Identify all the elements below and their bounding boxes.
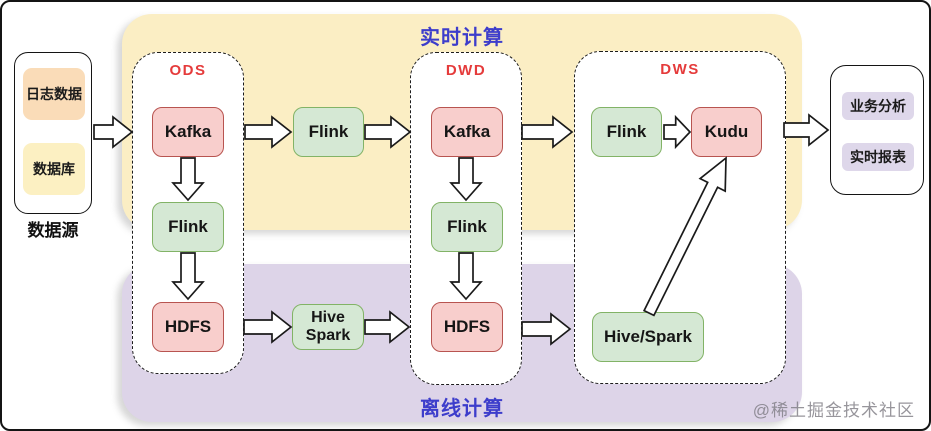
source-item-logs: 日志数据 xyxy=(23,68,85,120)
node-hdfs-dwd: HDFS xyxy=(431,302,503,352)
node-hdfs-ods: HDFS xyxy=(152,302,224,352)
stage-dwd-label: DWD xyxy=(445,62,487,79)
node-flink-dwd: Flink xyxy=(431,202,503,252)
node-flink-ods: Flink xyxy=(152,202,224,252)
watermark: @稀土掘金技术社区 xyxy=(752,401,915,420)
output-panel: 业务分析 实时报表 xyxy=(830,65,924,195)
stage-dws-label: DWS xyxy=(660,61,700,78)
source-item-database: 数据库 xyxy=(23,143,85,195)
node-kafka-dwd: Kafka xyxy=(431,107,503,157)
node-flink-dws: Flink xyxy=(591,107,662,157)
output-item-business-analysis: 业务分析 xyxy=(842,92,914,120)
realtime-title: 实时计算 xyxy=(420,27,504,49)
node-kudu: Kudu xyxy=(691,107,762,157)
node-kafka-ods: Kafka xyxy=(152,107,224,157)
node-flink-realtime: Flink xyxy=(293,107,364,157)
source-panel: 日志数据 数据库 xyxy=(14,52,92,214)
offline-title: 离线计算 xyxy=(420,398,504,420)
source-caption: 数据源 xyxy=(27,221,79,240)
node-hive-spark-offline: Hive Spark xyxy=(292,304,364,350)
node-hive-spark-dws: Hive/Spark xyxy=(592,312,704,362)
stage-ods-label: ODS xyxy=(169,62,207,79)
output-item-realtime-report: 实时报表 xyxy=(842,143,914,171)
